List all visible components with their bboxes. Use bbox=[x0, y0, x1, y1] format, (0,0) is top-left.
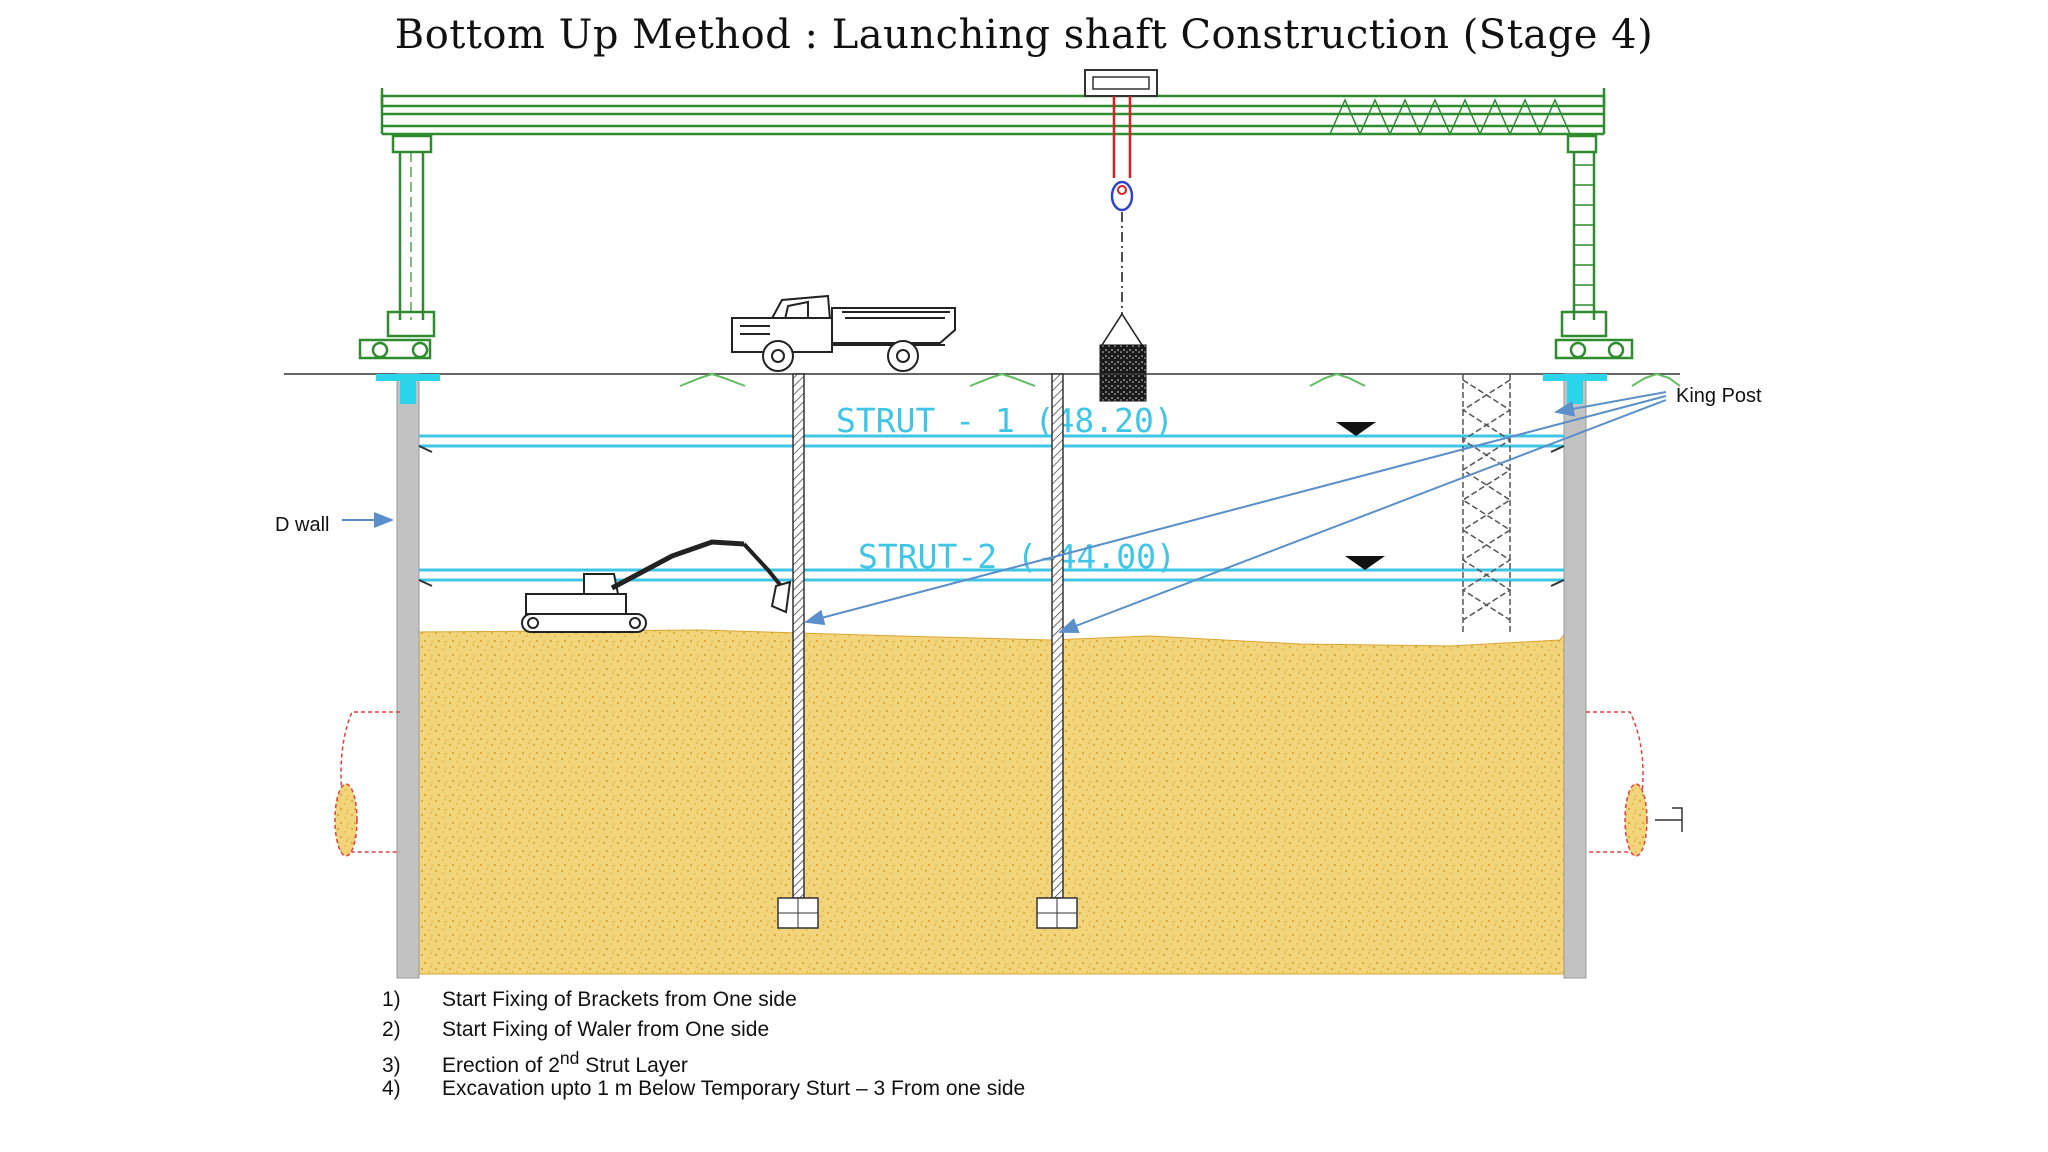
step-text-pre: Erection of 2 bbox=[442, 1054, 560, 1077]
soil-fill bbox=[411, 629, 1567, 975]
d-wall-right bbox=[1563, 373, 1587, 979]
excavator bbox=[521, 539, 792, 633]
step-text: Start Fixing of Brackets from One side bbox=[442, 988, 797, 1011]
step-item-2: 2) Start Fixing of Waler from One side bbox=[382, 1015, 1025, 1045]
d-wall-left bbox=[396, 373, 420, 979]
tunnel-profile-left bbox=[334, 711, 400, 857]
dump-truck bbox=[731, 294, 956, 372]
slide-title: Bottom Up Method : Launching shaft Const… bbox=[394, 12, 1654, 58]
step-text-sup: nd bbox=[559, 1048, 580, 1068]
step-number: 3) bbox=[382, 1054, 401, 1077]
gantry-crane bbox=[358, 88, 1634, 360]
strut-1-label: STRUT - 1 (48.20) bbox=[836, 401, 1174, 440]
d-wall-cap-left bbox=[376, 374, 440, 404]
step-item-1: 1) Start Fixing of Brackets from One side bbox=[382, 985, 1025, 1015]
level-marker-2 bbox=[1345, 556, 1385, 570]
tunnel-profile-right bbox=[1586, 711, 1683, 857]
step-text: Excavation upto 1 m Below Temporary Stur… bbox=[442, 1076, 1026, 1100]
callout-arrows bbox=[342, 391, 1667, 634]
step-number: 2) bbox=[382, 1017, 401, 1041]
d-wall-cap-right bbox=[1543, 374, 1607, 404]
king-post-1 bbox=[777, 373, 819, 929]
step-text-post: Strut Layer bbox=[579, 1054, 688, 1077]
step-item-4: 4) Excavation upto 1 m Below Temporary St… bbox=[382, 1074, 1025, 1104]
strut-layer-1 bbox=[418, 434, 1565, 453]
step-item-3: 3) Erection of 2nd Strut Layer bbox=[382, 1044, 1025, 1077]
level-marker-1 bbox=[1336, 422, 1376, 436]
construction-steps: 1) Start Fixing of Brackets from One side… bbox=[382, 985, 1025, 1103]
lattice-tower bbox=[1461, 374, 1512, 634]
step-number: 1) bbox=[382, 988, 401, 1011]
step-number: 4) bbox=[382, 1076, 401, 1100]
d-wall-callout: D wall bbox=[275, 514, 330, 536]
crane-hook-assembly bbox=[1084, 69, 1158, 402]
king-post-callout: King Post bbox=[1676, 385, 1762, 407]
king-post-2 bbox=[1036, 373, 1078, 929]
step-text: Start Fixing of Waler from One side bbox=[442, 1017, 770, 1041]
strut-2-label: STRUT-2 (-44.00) bbox=[858, 537, 1176, 576]
